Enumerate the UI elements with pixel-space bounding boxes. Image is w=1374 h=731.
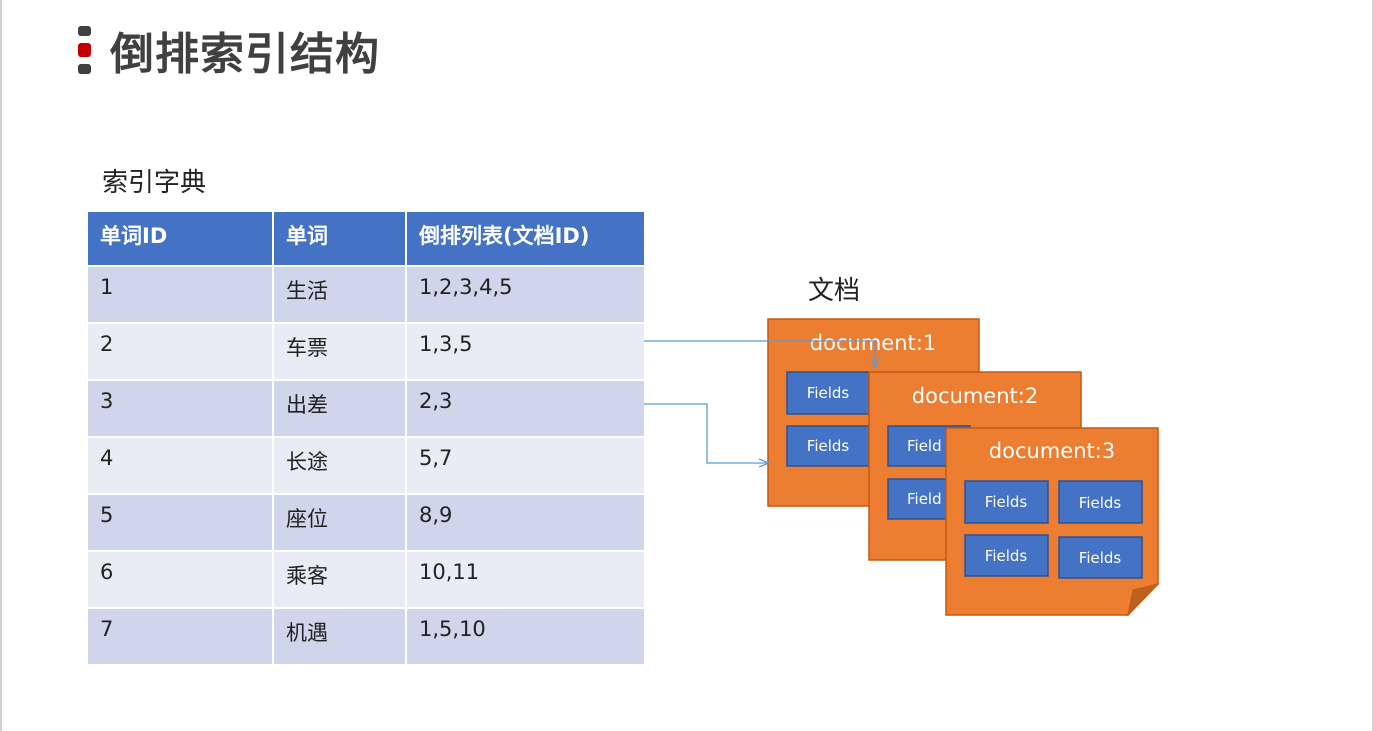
cell-posting-list: 1,2,3,4,5 [405,265,646,324]
table-row: 5 座位 8,9 [86,493,646,552]
cell-term: 乘客 [272,550,407,609]
cell-posting-list: 1,5,10 [405,607,646,666]
document-label-3: document:3 [989,439,1115,463]
field-label: Fields [807,437,850,455]
cell-term-id: 4 [86,436,274,495]
cell-term-id: 1 [86,265,274,324]
field-label: Field [907,490,942,508]
cell-term: 座位 [272,493,407,552]
header-posting-list: 倒排列表(文档ID) [405,210,646,267]
field-box: Fields [964,480,1049,524]
cell-posting-list: 5,7 [405,436,646,495]
cell-term-id: 5 [86,493,274,552]
cell-term: 生活 [272,265,407,324]
table-row: 1 生活 1,2,3,4,5 [86,265,646,324]
field-box: Fields [964,534,1049,577]
title-marker-icon [78,26,91,74]
documents-caption: 文档 [808,276,861,306]
cell-posting-list: 2,3 [405,379,646,438]
table-row: 4 长途 5,7 [86,436,646,495]
field-box: Fields [1058,480,1143,524]
cell-term-id: 3 [86,379,274,438]
field-label: Fields [985,547,1028,565]
table-row: 6 乘客 10,11 [86,550,646,609]
cell-term-id: 6 [86,550,274,609]
cell-term: 长途 [272,436,407,495]
field-label: Fields [1079,549,1122,567]
index-dictionary-caption: 索引字典 [102,168,207,198]
document-label-1: document:1 [810,331,936,355]
document-card-3: document:3 Fields Fields Fields Fields [945,427,1160,617]
connector-arrow [644,403,769,463]
header-term: 单词 [272,210,407,267]
field-label: Fields [985,493,1028,511]
cell-posting-list: 1,3,5 [405,322,646,381]
cell-term: 机遇 [272,607,407,666]
document-label-2: document:2 [912,384,1038,408]
field-label: Fields [807,384,850,402]
field-label: Fields [1079,494,1122,512]
field-box: Fields [1058,536,1143,579]
cell-term: 出差 [272,379,407,438]
cell-term-id: 7 [86,607,274,666]
table-header-row: 单词ID 单词 倒排列表(文档ID) [86,210,646,267]
header-term-id: 单词ID [86,210,274,267]
cell-term: 车票 [272,322,407,381]
field-label: Field [907,437,942,455]
table-row: 7 机遇 1,5,10 [86,607,646,666]
field-box: Fields [786,371,870,415]
table-row: 2 车票 1,3,5 [86,322,646,381]
field-box: Fields [786,425,870,467]
cell-term-id: 2 [86,322,274,381]
cell-posting-list: 10,11 [405,550,646,609]
cell-posting-list: 8,9 [405,493,646,552]
page-title: 倒排索引结构 [110,29,380,80]
index-dictionary-table: 单词ID 单词 倒排列表(文档ID) 1 生活 1,2,3,4,5 2 车票 1… [86,210,646,666]
connector-arrow [644,340,875,368]
table-row: 3 出差 2,3 [86,379,646,438]
